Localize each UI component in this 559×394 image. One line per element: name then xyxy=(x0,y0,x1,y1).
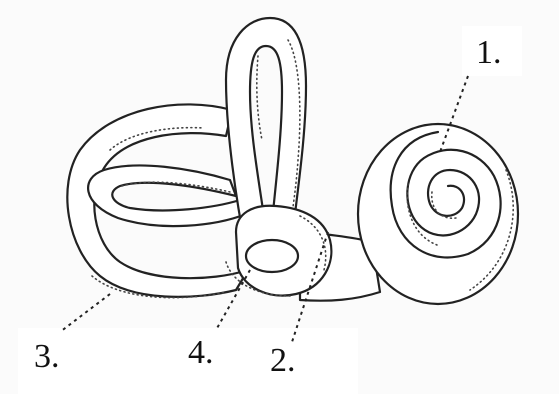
oval-window xyxy=(246,240,298,272)
lateral-canal xyxy=(88,165,246,226)
label-2: 2. xyxy=(270,344,296,378)
label-1: 1. xyxy=(476,36,502,70)
cochlea xyxy=(300,124,518,304)
leader-line-3 xyxy=(60,294,110,332)
label-4: 4. xyxy=(188,336,214,370)
label-3: 3. xyxy=(34,340,60,374)
superior-canal-shading-inner xyxy=(257,56,262,140)
